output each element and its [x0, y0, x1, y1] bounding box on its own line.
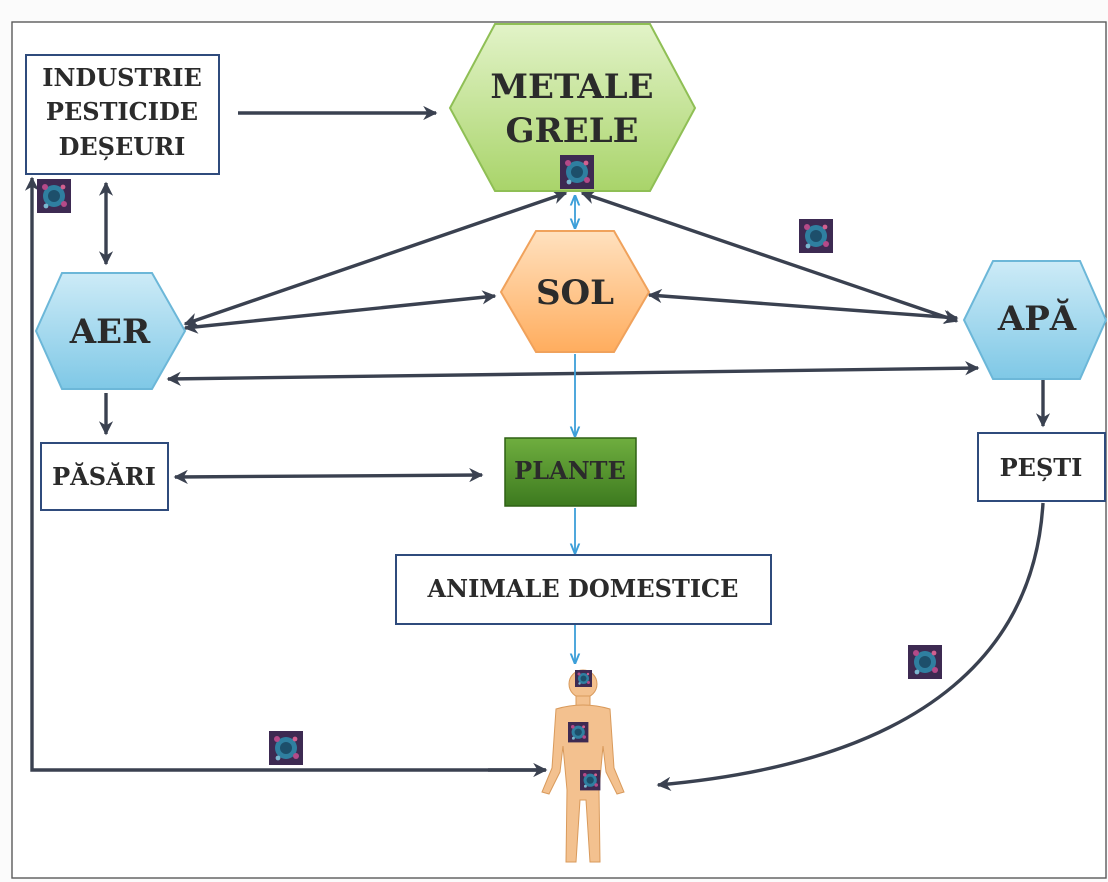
arrow-sol-apa — [647, 288, 959, 325]
metale-line-2: GRELE — [505, 111, 638, 151]
arrow-aer-apa — [166, 361, 980, 386]
node-pasari: PĂSĂRI — [40, 442, 169, 511]
pesti-label: PEȘTI — [1000, 453, 1083, 482]
node-plante: PLANTE — [504, 437, 637, 507]
arrow-human-to-industrie — [24, 176, 545, 772]
node-animale-domestice: ANIMALE DOMESTICE — [395, 554, 772, 625]
heavy-metal-particle-icon — [37, 179, 71, 213]
plante-label: PLANTE — [514, 456, 626, 485]
metale-line-1: METALE — [490, 67, 653, 107]
node-pesti: PEȘTI — [977, 432, 1106, 502]
arrow-pasari-plante — [173, 467, 484, 485]
sol-label: SOL — [536, 273, 614, 313]
node-aer: AER — [34, 272, 187, 390]
industrie-line-1: INDUSTRIE — [42, 63, 202, 92]
pasari-label: PĂSĂRI — [52, 462, 156, 491]
heavy-metal-particle-icon — [568, 722, 589, 743]
node-apa: APĂ — [962, 260, 1108, 380]
animale-label: ANIMALE DOMESTICE — [427, 574, 739, 603]
heavy-metal-particle-icon — [575, 670, 592, 687]
dark-arrows — [24, 105, 1051, 791]
node-industrie: INDUSTRIE PESTICIDE DEȘEURI — [25, 54, 220, 175]
arrow-pesti-to-human — [656, 502, 1045, 791]
industrie-line-2: PESTICIDE — [46, 97, 198, 126]
apa-label: APĂ — [997, 298, 1077, 339]
industrie-line-3: DEȘEURI — [59, 132, 186, 161]
heavy-metal-particle-icon — [580, 770, 601, 791]
heavy-metal-particle-icon — [560, 155, 594, 189]
arrow-aer-sol — [183, 290, 497, 334]
heavy-metal-particle-icon — [799, 219, 833, 253]
node-metale-grele: METALE GRELE — [448, 23, 697, 192]
heavy-metal-particle-icon — [269, 731, 303, 765]
heavy-metal-particle-icon — [908, 645, 942, 679]
node-sol: SOL — [499, 230, 651, 353]
aer-label: AER — [69, 312, 151, 352]
